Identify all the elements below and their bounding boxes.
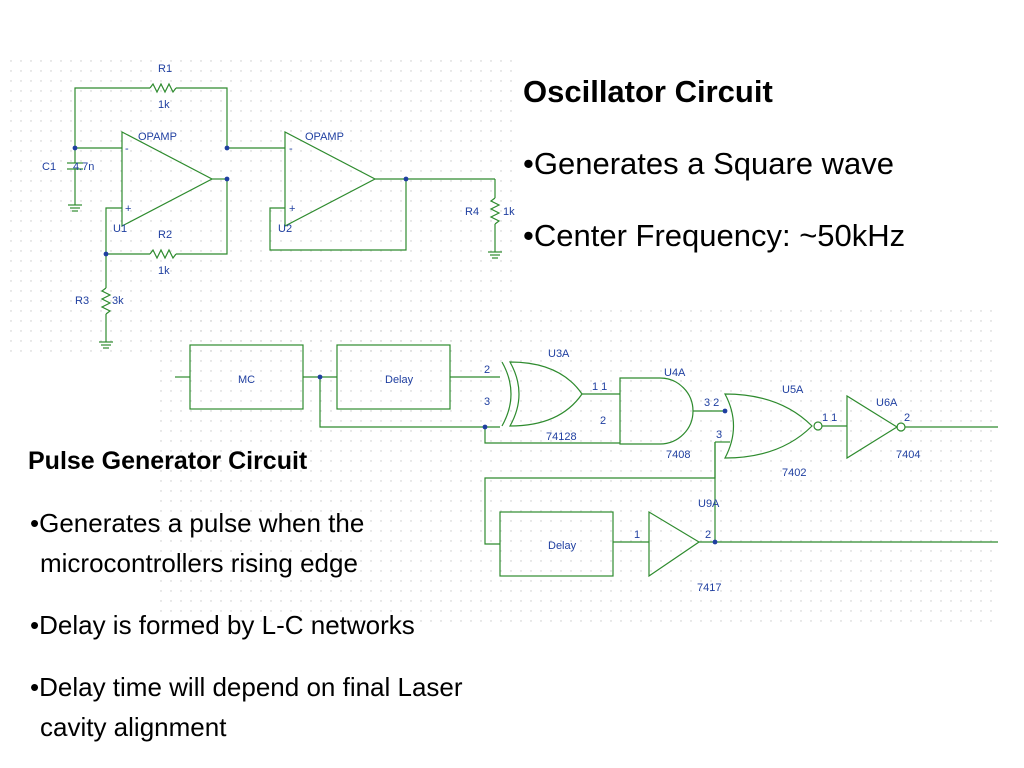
- pulse-nodes: [317, 374, 728, 545]
- delay-label-1: Delay: [385, 374, 414, 386]
- u2-opamp: [284, 131, 377, 227]
- u3a-part: 74128: [546, 431, 577, 443]
- pulse-schematic: [175, 344, 998, 578]
- r4-resistor: [489, 197, 501, 225]
- u6a-inverter: [846, 394, 899, 460]
- u2-minus: -: [289, 143, 293, 155]
- u3a-ref: U3A: [548, 348, 570, 360]
- u3a-pin-3: 3: [484, 396, 490, 408]
- u4a-and-gate: [619, 377, 694, 445]
- oscillator-bullet-2: •Center Frequency: ~50kHz: [523, 218, 906, 253]
- pulse-bullet-3: •Delay time will depend on final Laser: [30, 672, 463, 702]
- u2-ref: U2: [278, 223, 292, 235]
- delay-label-2: Delay: [548, 540, 577, 552]
- u9a-buffer: [648, 510, 701, 578]
- u1-ref: U1: [113, 223, 127, 235]
- u9a-part: 7417: [697, 582, 721, 594]
- u5a-pin-11: 1 1: [822, 412, 837, 424]
- delay-block-2: [499, 511, 614, 577]
- r4-value: 1k: [503, 206, 515, 218]
- u5a-part: 7402: [782, 467, 806, 479]
- r3-ref: R3: [75, 295, 89, 307]
- pulse-bullet-3-cont: cavity alignment: [40, 712, 227, 742]
- oscillator-schematic: [67, 82, 502, 349]
- oscillator-title: Oscillator Circuit: [523, 74, 773, 109]
- r3-value: 3k: [112, 295, 124, 307]
- u5a-nor-gate: [724, 393, 813, 459]
- mc-label: MC: [238, 374, 255, 386]
- pulse-bullet-1: •Generates a pulse when the: [30, 508, 365, 538]
- c1-ref: C1: [42, 161, 56, 173]
- u6a-pin-2: 2: [904, 412, 910, 424]
- u3a-pin-2: 2: [484, 364, 490, 376]
- u3a-pin-11: 1 1: [592, 381, 607, 393]
- u5a-ref: U5A: [782, 384, 804, 396]
- u1-opamp: [121, 131, 214, 227]
- u5a-pin-3: 3: [716, 429, 722, 441]
- pulse-bullet-1-cont: microcontrollers rising edge: [40, 548, 358, 578]
- u4a-part: 7408: [666, 449, 690, 461]
- u2-label: OPAMP: [305, 131, 344, 143]
- r1-value: 1k: [158, 99, 170, 111]
- u6a-part: 7404: [896, 449, 920, 461]
- r3-resistor: [100, 287, 112, 315]
- u4a-ref: U4A: [664, 367, 686, 379]
- u9a-ref: U9A: [698, 498, 720, 510]
- r2-value: 1k: [158, 265, 170, 277]
- u6a-ref: U6A: [876, 397, 898, 409]
- u4a-pin-32: 3 2: [704, 397, 719, 409]
- r1-ref: R1: [158, 63, 172, 75]
- c1-value: 4.7n: [73, 161, 94, 173]
- oscillator-nodes: [72, 145, 409, 257]
- pulse-title: Pulse Generator Circuit: [28, 447, 308, 475]
- u4a-pin-2: 2: [600, 415, 606, 427]
- u1-plus: +: [125, 203, 131, 215]
- r1-resistor: [149, 82, 177, 94]
- u2-plus: +: [289, 203, 295, 215]
- pulse-grid: [155, 305, 1000, 625]
- u9a-pin-2: 2: [705, 529, 711, 541]
- r2-ref: R2: [158, 229, 172, 241]
- r4-ref: R4: [465, 206, 479, 218]
- u1-minus: -: [125, 143, 129, 155]
- r2-resistor: [149, 248, 177, 260]
- u9a-pin-1: 1: [634, 529, 640, 541]
- oscillator-bullet-1: •Generates a Square wave: [523, 146, 895, 181]
- pulse-bullet-2: •Delay is formed by L-C networks: [30, 610, 415, 640]
- u1-label: OPAMP: [138, 131, 177, 143]
- u3a-xor-gate: [508, 361, 583, 427]
